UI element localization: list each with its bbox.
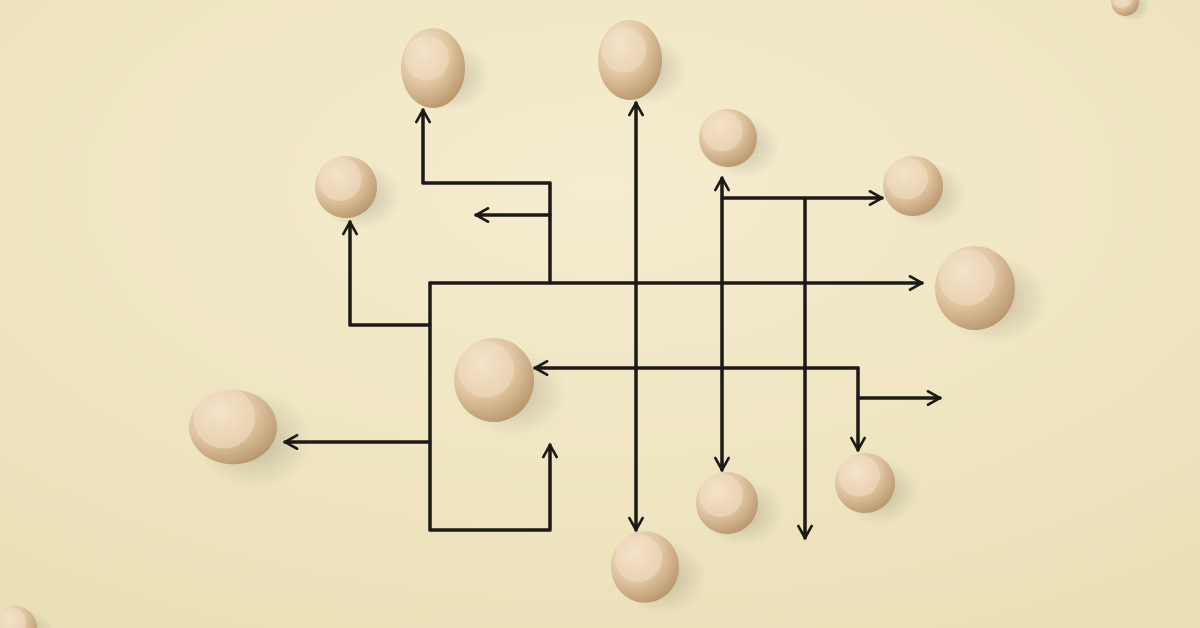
wooden-peg	[883, 156, 967, 228]
wooden-peg	[189, 386, 313, 489]
wooden-peg	[699, 109, 781, 179]
wooden-peg	[598, 20, 688, 105]
wooden-peg	[401, 28, 491, 113]
wooden-peg	[696, 472, 783, 547]
drawn-arrow	[428, 281, 558, 532]
wooden-pegs	[0, 0, 1151, 628]
wooden-peg	[935, 246, 1047, 344]
drawn-arrow	[342, 220, 432, 327]
wooden-peg	[611, 531, 707, 615]
wooden-peg	[835, 453, 919, 525]
wooden-peg	[315, 156, 402, 231]
wooden-peg	[0, 606, 54, 628]
wooden-peg	[454, 338, 566, 436]
wooden-peg	[1111, 0, 1151, 22]
arrow-diagram	[283, 101, 942, 540]
drawn-arrow	[415, 108, 552, 285]
